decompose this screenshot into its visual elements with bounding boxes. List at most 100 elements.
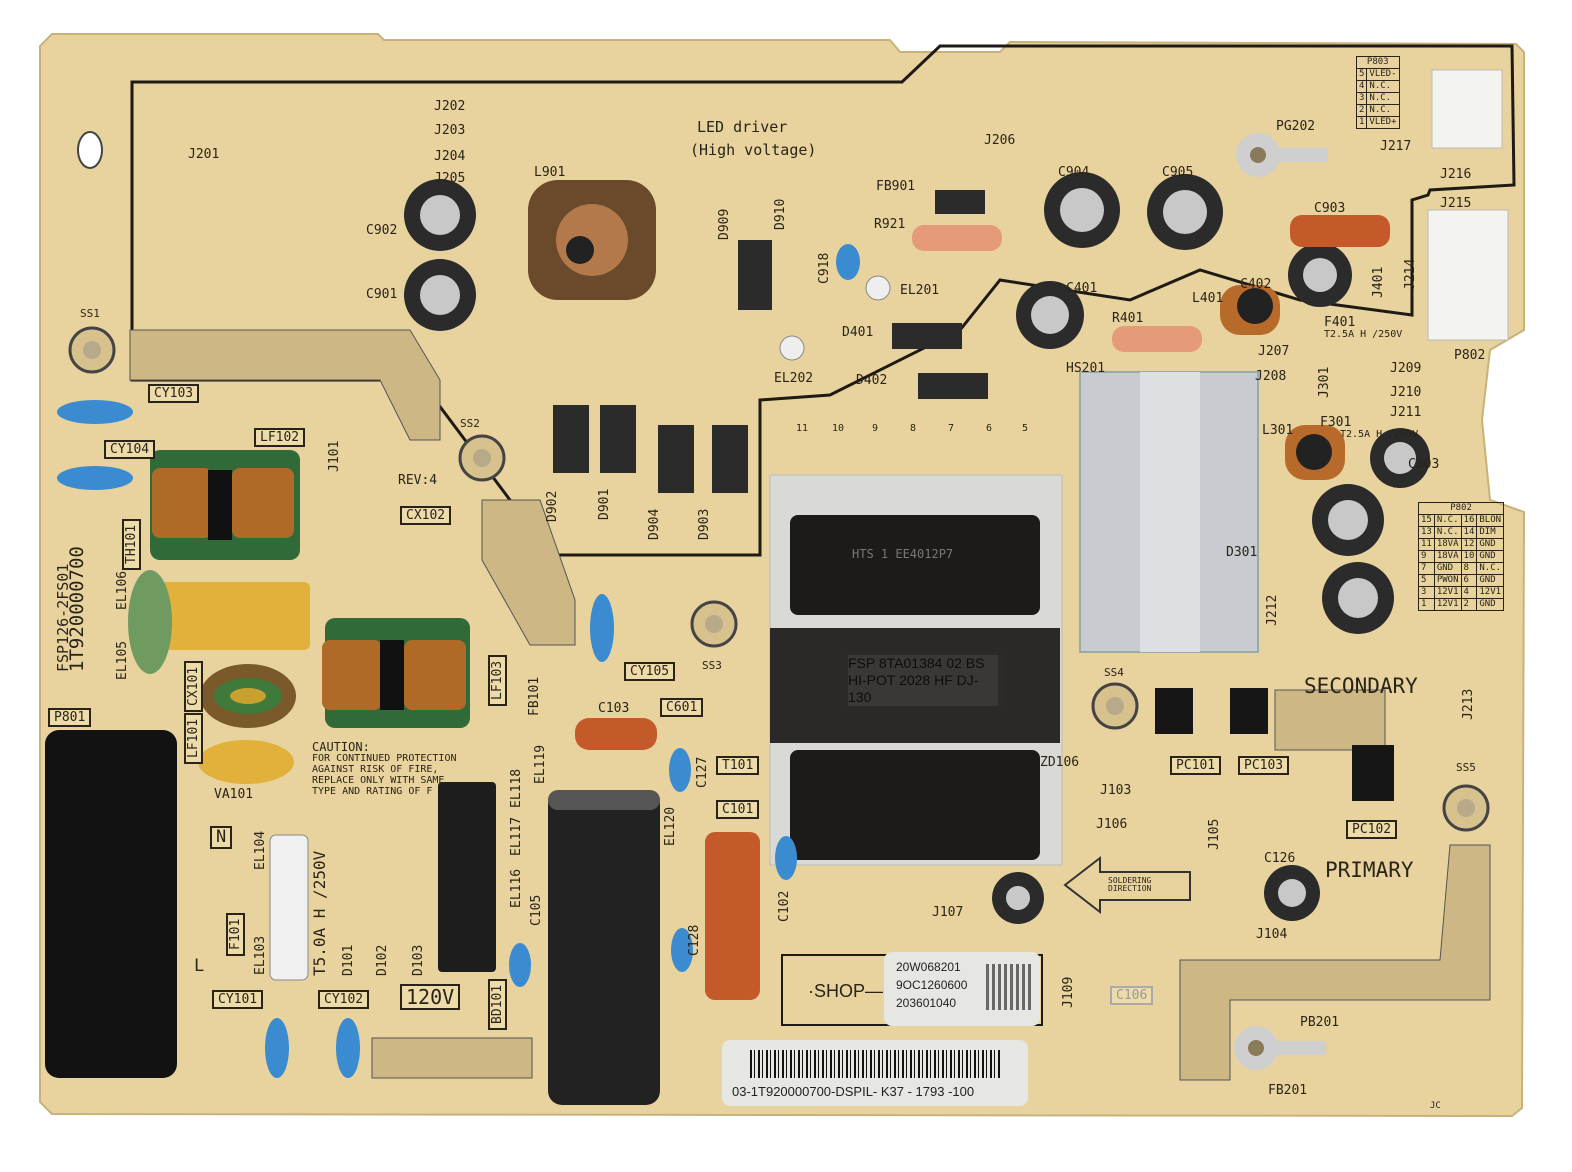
ref-j207: J207 xyxy=(1258,344,1290,359)
led-el202 xyxy=(779,335,805,361)
inductor-l301 xyxy=(1285,425,1345,480)
caution-line: REPLACE ONLY WITH SAME xyxy=(312,775,445,786)
soldering-direction-label: SOLDERING DIRECTION xyxy=(1108,876,1152,893)
ref-c303: C303 xyxy=(1408,457,1440,472)
ref-fb901: FB901 xyxy=(876,179,916,194)
ref-t101: T101 xyxy=(716,756,760,775)
pin-signal: N.C. xyxy=(1366,104,1400,117)
ref-pb201: PB201 xyxy=(1300,1015,1340,1030)
pin-number: 1 xyxy=(1418,598,1435,611)
pin-signal: GND xyxy=(1476,574,1505,587)
ref-c126: C126 xyxy=(1264,851,1296,866)
ref-d401: D401 xyxy=(842,325,874,340)
ref-cy103: CY103 xyxy=(148,384,200,403)
ref-j205: J205 xyxy=(434,171,466,186)
pin-number: 6 xyxy=(1460,574,1478,587)
ref-j214: J214 xyxy=(1403,258,1418,290)
ref-d103: D103 xyxy=(411,944,426,976)
capacitor-c905 xyxy=(1147,174,1223,250)
transformer-top-marking: HTS 1 EE4012P7 xyxy=(852,547,954,561)
ref-c901: C901 xyxy=(366,287,398,302)
ref-pc102: PC102 xyxy=(1346,820,1398,839)
caution-title: CAUTION: xyxy=(312,740,370,754)
ref-el103: EL103 xyxy=(253,935,268,975)
film-capacitor-c101 xyxy=(705,832,760,1000)
capacitor-bulk-c105 xyxy=(548,790,660,1105)
transformer-pin-10: 10 xyxy=(832,423,845,434)
ref-d102: D102 xyxy=(375,944,390,976)
capacitor-c904 xyxy=(1044,172,1120,248)
optocoupler-pc101 xyxy=(1155,688,1193,734)
ref-fb201: FB201 xyxy=(1268,1083,1308,1098)
ref-va101: VA101 xyxy=(214,787,254,802)
pin-signal: BLON xyxy=(1476,514,1505,527)
ref-el119: EL119 xyxy=(533,744,548,784)
ref-f101: F101 xyxy=(226,912,245,956)
neutral-label: N xyxy=(210,826,233,849)
voltage-badge: 120V xyxy=(400,984,461,1010)
hatch-area-bottom-right xyxy=(1179,844,1491,1081)
ref-ss5: SS5 xyxy=(1456,761,1476,774)
ref-cy102: CY102 xyxy=(318,990,370,1009)
transformer-line2: HI-POT 2028 HF DJ-130 xyxy=(848,672,998,706)
capacitor-c302 xyxy=(1322,562,1394,634)
rev-label: REV:4 xyxy=(398,473,438,488)
pin-signal: N.C. xyxy=(1476,562,1505,575)
ref-l901: L901 xyxy=(534,165,566,180)
pin-signal: PWON xyxy=(1433,574,1462,587)
ref-c128: C128 xyxy=(687,924,702,956)
board-title: LED driver xyxy=(697,118,788,136)
pin-number: 14 xyxy=(1460,526,1478,539)
pin-number: 5 xyxy=(1355,68,1368,81)
line-filter-lf103 xyxy=(322,618,470,728)
ref-d909: D909 xyxy=(717,208,732,240)
diode-d902 xyxy=(553,405,589,473)
capacitor-c402 xyxy=(1288,243,1352,307)
optocoupler-pc102 xyxy=(1352,745,1394,801)
connector-p803 xyxy=(1431,69,1503,149)
ref-cx101: CX101 xyxy=(184,660,203,712)
diode-d402 xyxy=(918,373,988,399)
diode-d901 xyxy=(600,405,636,473)
ref-lf102: LF102 xyxy=(254,428,306,447)
pin-signal: GND xyxy=(1476,538,1505,551)
ref-c903: C903 xyxy=(1314,201,1346,216)
barcode-sticker: 03-1T920000700-DSPIL- K37 - 1793 -100 xyxy=(722,1040,1028,1106)
pin-number: 10 xyxy=(1460,550,1478,563)
resistor-r921 xyxy=(912,225,1002,251)
pin-signal: 12V1 xyxy=(1433,586,1462,599)
ref-el117: EL117 xyxy=(509,816,524,856)
ref-cy101: CY101 xyxy=(212,990,264,1009)
pin-number: 15 xyxy=(1418,514,1435,527)
ref-j101: J101 xyxy=(327,440,342,472)
soldering-direction-arrow xyxy=(1063,855,1191,915)
ref-ss3: SS3 xyxy=(702,659,722,672)
transformer-label: FSP 8TA01384 02 BS HI-POT 2028 HF DJ-130 xyxy=(842,652,1004,709)
ref-ss4: SS4 xyxy=(1104,666,1124,679)
transformer-line1: FSP 8TA01384 02 BS xyxy=(848,655,998,672)
ref-d902: D902 xyxy=(545,490,560,522)
ref-c905: C905 xyxy=(1162,165,1194,180)
ref-pc101: PC101 xyxy=(1170,756,1222,775)
transformer-pin-5: 5 xyxy=(1022,423,1029,434)
x-capacitor-cx102 xyxy=(155,582,310,650)
ref-pc103: PC103 xyxy=(1238,756,1290,775)
ref-j104: J104 xyxy=(1256,927,1288,942)
ref-el116: EL116 xyxy=(509,868,524,908)
film-capacitor-c103 xyxy=(575,718,657,750)
ref-j211: J211 xyxy=(1390,405,1422,420)
ref-pg202: PG202 xyxy=(1276,119,1316,134)
pin-number: 5 xyxy=(1418,574,1435,587)
ref-cy104: CY104 xyxy=(104,440,156,459)
pin-signal: GND xyxy=(1433,562,1462,575)
ref-fb101: FB101 xyxy=(527,676,542,716)
ref-p801: P801 xyxy=(48,708,92,727)
ref-el105: EL105 xyxy=(115,640,130,680)
capacitor-c401 xyxy=(1016,281,1084,349)
transformer-pin-11: 11 xyxy=(796,423,809,434)
pin-number: 11 xyxy=(1418,538,1435,551)
pin-signal: DIM xyxy=(1476,526,1505,539)
ref-f301: F301 xyxy=(1320,415,1352,430)
